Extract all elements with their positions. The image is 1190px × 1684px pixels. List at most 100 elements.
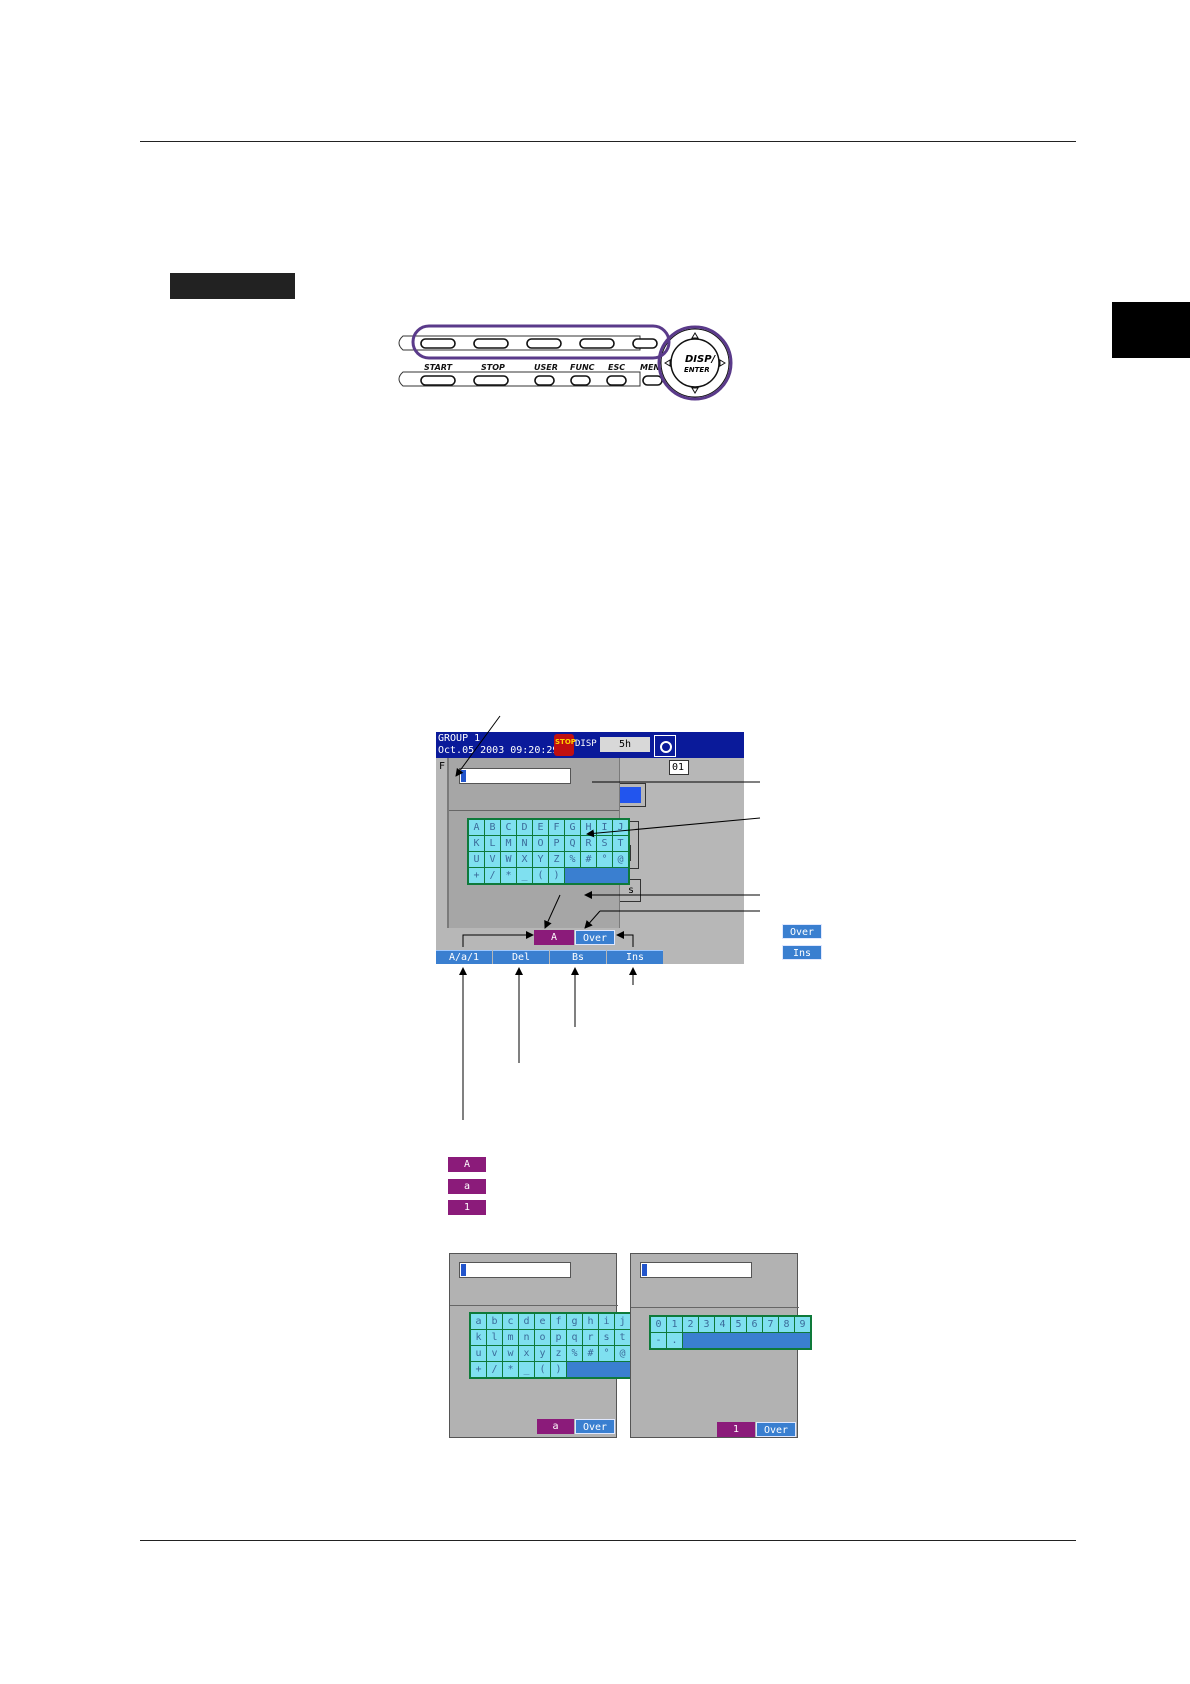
key-cell[interactable]: j [615, 1314, 630, 1329]
key-cell[interactable]: F [549, 820, 564, 835]
key-cell[interactable]: u [471, 1346, 486, 1361]
key-cell[interactable]: M [501, 836, 516, 851]
key-cell[interactable]: # [581, 852, 596, 867]
key-cell[interactable]: 3 [699, 1317, 714, 1332]
key-cell[interactable]: * [503, 1362, 518, 1377]
key-cell[interactable]: X [517, 852, 532, 867]
key-cell[interactable]: # [583, 1346, 598, 1361]
key-cell[interactable]: 1 [667, 1317, 682, 1332]
key-cell[interactable]: I [597, 820, 612, 835]
key-cell[interactable]: W [501, 852, 516, 867]
key-cell[interactable]: e [535, 1314, 550, 1329]
key-cell[interactable]: k [471, 1330, 486, 1345]
key-cell[interactable]: r [583, 1330, 598, 1345]
key-cell[interactable]: l [487, 1330, 502, 1345]
key-cell[interactable]: A [469, 820, 484, 835]
key-cell[interactable]: / [487, 1362, 502, 1377]
key-cell[interactable]: y [535, 1346, 550, 1361]
mini-input-lower[interactable] [459, 1262, 571, 1278]
key-cell[interactable]: % [565, 852, 580, 867]
key-cell[interactable]: K [469, 836, 484, 851]
key-cell[interactable]: 6 [747, 1317, 762, 1332]
key-cell[interactable]: P [549, 836, 564, 851]
key-cell[interactable]: 9 [795, 1317, 810, 1332]
key-cell[interactable]: _ [517, 868, 532, 883]
key-cell[interactable]: @ [615, 1346, 630, 1361]
start-key-label: START [424, 363, 453, 372]
key-cell[interactable]: U [469, 852, 484, 867]
key-cell[interactable]: n [519, 1330, 534, 1345]
key-cell[interactable]: g [567, 1314, 582, 1329]
key-cell[interactable]: ( [533, 868, 548, 883]
key-cell[interactable]: ° [599, 1346, 614, 1361]
backspace-softkey[interactable]: Bs [550, 950, 606, 964]
key-cell[interactable]: c [503, 1314, 518, 1329]
mini-input-digits[interactable] [640, 1262, 752, 1278]
key-cell[interactable]: ° [597, 852, 612, 867]
key-cell[interactable]: * [501, 868, 516, 883]
insert-softkey[interactable]: Ins [607, 950, 663, 964]
key-cell[interactable]: . [667, 1333, 682, 1348]
key-cell[interactable]: % [567, 1346, 582, 1361]
key-cell[interactable]: b [487, 1314, 502, 1329]
key-cell[interactable]: + [469, 868, 484, 883]
key-cell[interactable]: s [599, 1330, 614, 1345]
text-input-box[interactable] [459, 768, 571, 784]
key-cell[interactable]: q [567, 1330, 582, 1345]
key-cell[interactable]: p [551, 1330, 566, 1345]
key-cell[interactable]: @ [613, 852, 628, 867]
key-cell[interactable]: N [517, 836, 532, 851]
key-cell[interactable]: V [485, 852, 500, 867]
key-cell[interactable]: m [503, 1330, 518, 1345]
key-cell[interactable]: v [487, 1346, 502, 1361]
key-cell[interactable]: f [551, 1314, 566, 1329]
key-cell[interactable]: B [485, 820, 500, 835]
key-cell[interactable]: + [471, 1362, 486, 1377]
key-cell[interactable]: L [485, 836, 500, 851]
key-cell[interactable]: ) [551, 1362, 566, 1377]
key-cell[interactable]: 7 [763, 1317, 778, 1332]
key-cell[interactable]: 0 [651, 1317, 666, 1332]
key-cell[interactable]: T [613, 836, 628, 851]
key-cell[interactable]: S [597, 836, 612, 851]
key-cell[interactable]: Q [565, 836, 580, 851]
key-cell[interactable]: C [501, 820, 516, 835]
key-cell[interactable]: J [613, 820, 628, 835]
key-cell[interactable]: D [517, 820, 532, 835]
delete-softkey[interactable]: Del [493, 950, 549, 964]
key-cell[interactable]: w [503, 1346, 518, 1361]
trend-rate: 5h [600, 737, 650, 752]
key-cell[interactable]: o [535, 1330, 550, 1345]
camera-icon[interactable] [654, 735, 676, 757]
key-cell[interactable]: R [581, 836, 596, 851]
key-cell[interactable]: Z [549, 852, 564, 867]
key-cell[interactable]: 5 [731, 1317, 746, 1332]
key-cell[interactable]: O [533, 836, 548, 851]
key-cell[interactable]: a [471, 1314, 486, 1329]
key-cell[interactable]: ( [535, 1362, 550, 1377]
key-cell[interactable]: 4 [715, 1317, 730, 1332]
key-cell[interactable]: Y [533, 852, 548, 867]
arrow-key-highlight [657, 325, 733, 401]
key-cell[interactable]: _ [519, 1362, 534, 1377]
key-cell[interactable]: h [583, 1314, 598, 1329]
char-type-softkey[interactable]: A/a/1 [436, 950, 492, 964]
bottom-rule [140, 1540, 1076, 1541]
key-cell[interactable]: x [519, 1346, 534, 1361]
overwrite-indicator: Over [575, 930, 615, 945]
key-cell[interactable]: 8 [779, 1317, 794, 1332]
key-cell[interactable]: G [565, 820, 580, 835]
key-cell[interactable]: - [651, 1333, 666, 1348]
key-cell[interactable]: i [599, 1314, 614, 1329]
key-cell[interactable]: H [581, 820, 596, 835]
key-cell[interactable]: E [533, 820, 548, 835]
key-cell[interactable]: t [615, 1330, 630, 1345]
key-cell[interactable]: / [485, 868, 500, 883]
key-cell[interactable]: z [551, 1346, 566, 1361]
key-cell[interactable]: 2 [683, 1317, 698, 1332]
key-cell[interactable]: ) [549, 868, 564, 883]
key-cell[interactable]: d [519, 1314, 534, 1329]
